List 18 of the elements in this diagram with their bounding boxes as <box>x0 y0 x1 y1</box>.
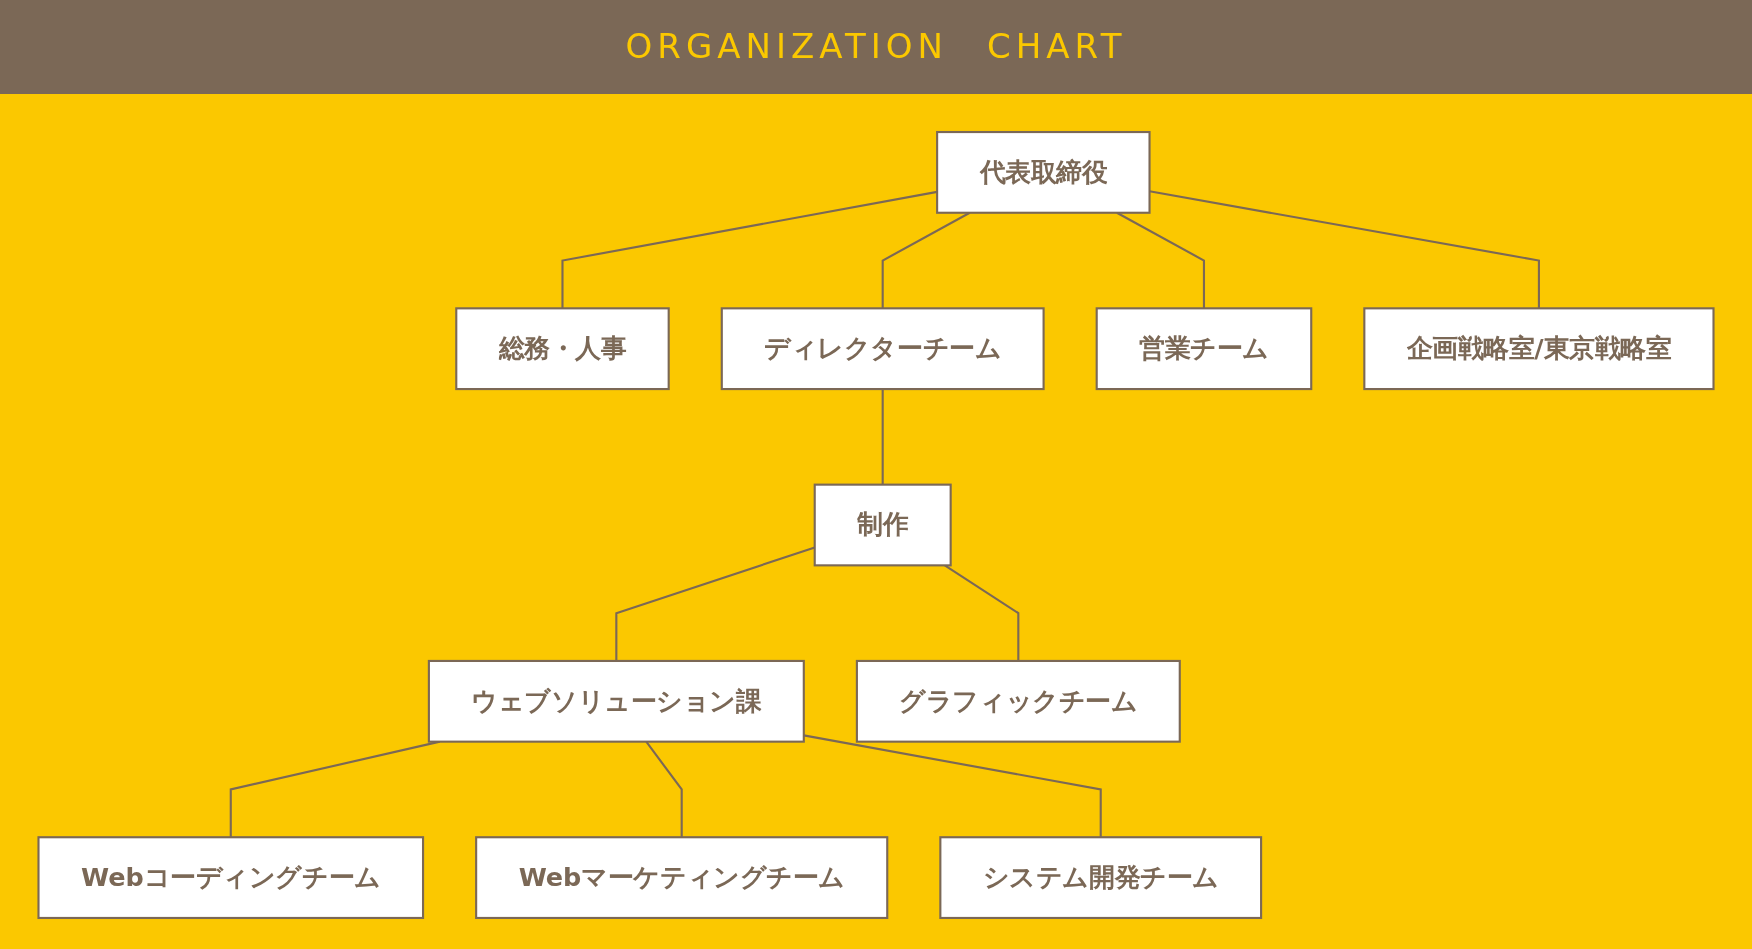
node-box: 代表取締役 <box>936 131 1151 214</box>
node-box: 総務・人事 <box>455 307 670 391</box>
connector <box>561 190 938 309</box>
node-box: ディレクターチーム <box>720 307 1045 391</box>
chart-title: ORGANIZATION CHART <box>625 25 1127 68</box>
connector <box>803 734 1102 838</box>
connector <box>944 564 1020 661</box>
node-box: Webマーケティングチーム <box>475 836 889 919</box>
node-box: 営業チーム <box>1095 307 1313 391</box>
connector <box>1149 190 1540 309</box>
node-box: ウェブソリューション課 <box>427 659 805 743</box>
node-box: Webコーディングチーム <box>37 836 425 919</box>
node-box: システム開発チーム <box>939 836 1263 919</box>
connector <box>881 389 884 485</box>
node-box: グラフィックチーム <box>855 659 1181 743</box>
connector <box>645 741 683 838</box>
node-box: 企画戦略室/東京戦略室 <box>1363 307 1715 391</box>
node-box: 制作 <box>813 483 952 567</box>
